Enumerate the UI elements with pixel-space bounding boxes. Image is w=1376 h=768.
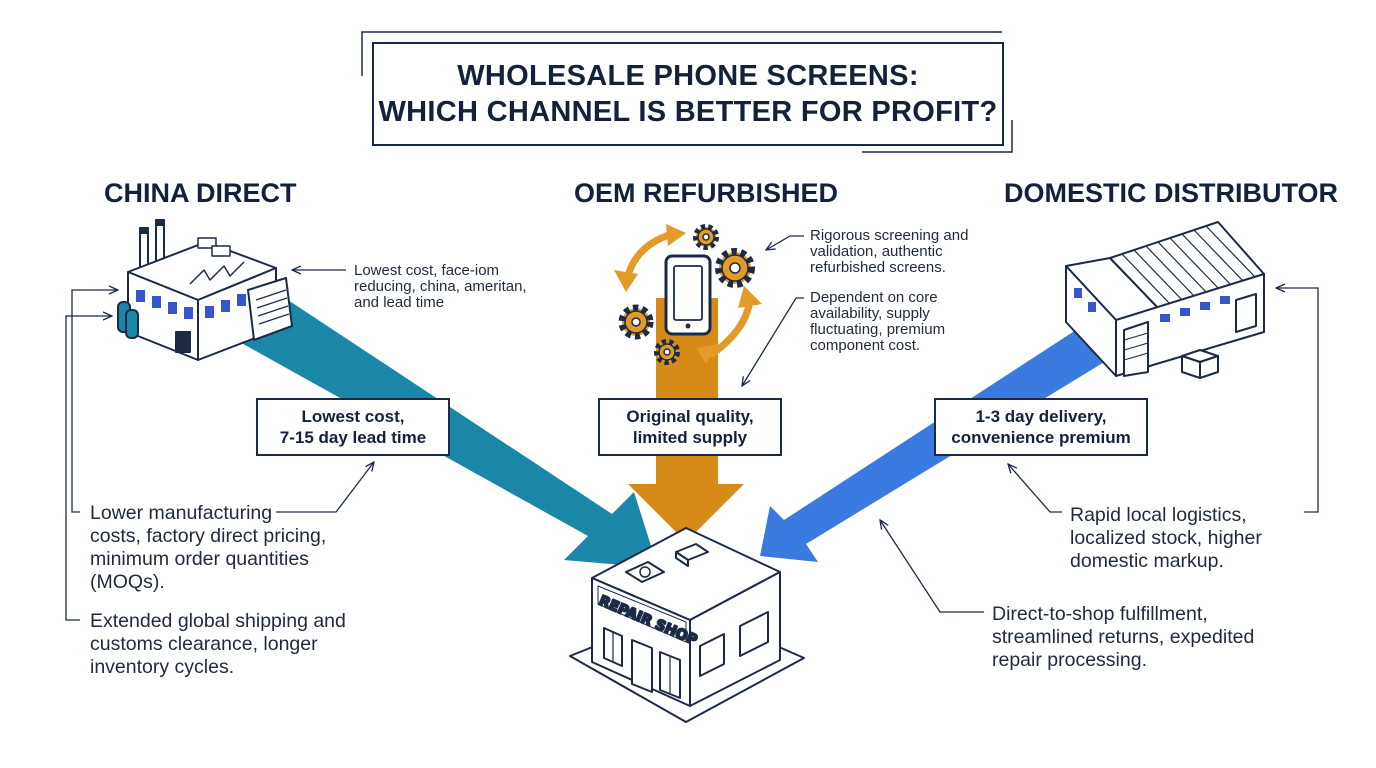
oem-refurbished-heading: OEM REFURBISHED xyxy=(574,178,839,208)
domestic-summary-line: convenience premium xyxy=(951,428,1131,447)
china-top-note: Lowest cost, face-iom reducing, china, a… xyxy=(354,263,527,311)
china-top-note-line: Lowest cost, face-iom xyxy=(354,262,500,279)
oem-summary-line: limited supply xyxy=(632,428,748,447)
title-line-2: WHICH CHANNEL IS BETTER FOR PROFIT? xyxy=(378,96,998,128)
oem-note-2-line: fluctuating, premium xyxy=(810,321,946,338)
domestic-note-2-line: streamlined returns, expedited xyxy=(992,626,1255,648)
china-summary-line: 7-15 day lead time xyxy=(279,428,427,447)
oem-summary-box: Original quality, limited supply xyxy=(598,398,782,456)
title-line-1: WHOLESALE PHONE SCREENS: xyxy=(457,60,919,92)
domestic-summary-line: 1-3 day delivery, xyxy=(975,407,1107,426)
china-summary-box: Lowest cost, 7-15 day lead time xyxy=(256,398,450,456)
china-note2-connector xyxy=(65,316,112,621)
domestic-note-2: Direct-to-shop fulfillment, streamlined … xyxy=(992,603,1254,672)
title-box: WHOLESALE PHONE SCREENS: WHICH CHANNEL I… xyxy=(372,42,1004,146)
oem-note-2-line: Dependent on core xyxy=(810,289,938,306)
title-frame-decoration xyxy=(862,120,1013,153)
domestic-distributor-heading: DOMESTIC DISTRIBUTOR xyxy=(1004,178,1339,208)
title-frame-decoration xyxy=(361,31,1002,76)
domestic-note-1-line: domestic markup. xyxy=(1070,550,1224,572)
oem-note-2-line: component cost. xyxy=(810,337,921,354)
china-note1-connector xyxy=(71,290,118,513)
oem-note2-connector xyxy=(742,297,804,386)
china-top-note-line: reducing, china, ameritan, xyxy=(354,278,527,295)
china-note-2-line: Extended global shipping and xyxy=(90,610,346,632)
domestic-note-2-line: Direct-to-shop fulfillment, xyxy=(992,603,1208,625)
china-note-1-line: (MOQs). xyxy=(90,571,165,593)
oem-note-2-line: availability, supply xyxy=(810,305,930,322)
domestic-note2-connector xyxy=(880,520,984,613)
domestic-summary-box: 1-3 day delivery, convenience premium xyxy=(934,398,1148,456)
oem-note-1-line: Rigorous screening and xyxy=(810,227,969,244)
phone-gears-icon xyxy=(614,224,762,365)
repair-shop-icon: REPAIR SHOP xyxy=(569,527,805,723)
china-summary-line: Lowest cost, xyxy=(301,407,405,426)
china-direct-heading: CHINA DIRECT xyxy=(104,178,297,208)
oem-note1-connector xyxy=(766,235,804,250)
factory-icon xyxy=(117,219,293,361)
domestic-note-1-line: Rapid local logistics, xyxy=(1070,504,1247,526)
china-note-1: Lower manufacturing costs, factory direc… xyxy=(90,502,326,594)
china-top-note-line: and lead time xyxy=(354,294,445,311)
domestic-note-2-line: repair processing. xyxy=(992,649,1147,671)
oem-note-1-line: refurbished screens. xyxy=(810,259,946,276)
domestic-note1-connector xyxy=(1008,464,1062,513)
china-note-2: Extended global shipping and customs cle… xyxy=(90,610,346,679)
oem-note-2: Dependent on core availability, supply f… xyxy=(810,290,945,354)
oem-summary-line: Original quality, xyxy=(626,407,754,426)
domestic-note-1: Rapid local logistics, localized stock, … xyxy=(1070,504,1262,573)
domestic-note-1-line: localized stock, higher xyxy=(1070,527,1262,549)
oem-note-1: Rigorous screening and validation, authe… xyxy=(810,228,968,276)
china-note-2-line: customs clearance, longer xyxy=(90,633,318,655)
china-note-1-line: minimum order quantities xyxy=(90,548,309,570)
china-box-connector xyxy=(276,462,374,513)
oem-note-1-line: validation, authentic xyxy=(810,243,943,260)
china-note-1-line: Lower manufacturing xyxy=(90,502,273,524)
china-note-2-line: inventory cycles. xyxy=(90,656,235,678)
warehouse-icon xyxy=(1065,221,1265,379)
china-note-1-line: costs, factory direct pricing, xyxy=(90,525,327,547)
domestic-warehouse-connector xyxy=(1276,288,1319,513)
